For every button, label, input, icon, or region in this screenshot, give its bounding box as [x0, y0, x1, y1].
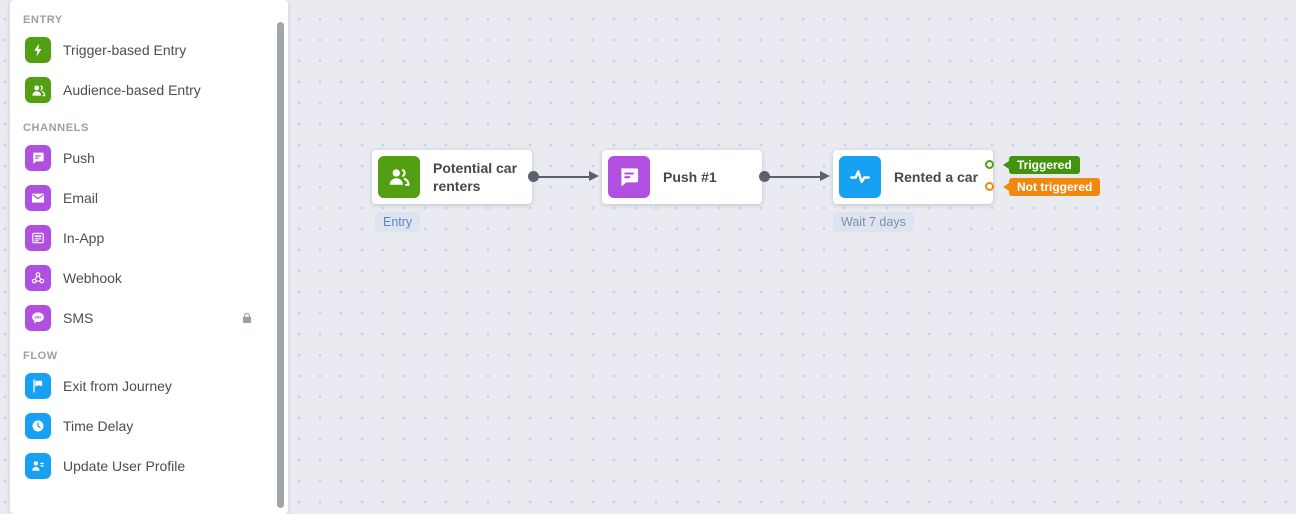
- palette-item-exit-from-journey[interactable]: Exit from Journey: [10, 366, 288, 406]
- clock-icon: [25, 413, 51, 439]
- edge-start-dot: [759, 171, 770, 182]
- node-title: Push #1: [663, 168, 717, 185]
- edge-start-dot: [528, 171, 539, 182]
- sms-bubble-icon: SMS: [25, 305, 51, 331]
- audience-icon: [25, 77, 51, 103]
- palette-item-label: Exit from Journey: [63, 378, 172, 394]
- node-title: Potential car renters: [433, 159, 518, 194]
- node-push-1[interactable]: Push #1: [602, 150, 762, 204]
- palette-section-channels: CHANNELS Push Email: [10, 122, 288, 338]
- palette-item-push[interactable]: Push: [10, 138, 288, 178]
- palette-item-trigger-based-entry[interactable]: Trigger-based Entry: [10, 30, 288, 70]
- output-port-triggered[interactable]: [985, 160, 994, 169]
- in-app-layout-icon: [25, 225, 51, 251]
- chat-message-icon: [608, 156, 650, 198]
- palette-section-flow: FLOW Exit from Journey Time Delay: [10, 350, 288, 486]
- edge-line: [533, 176, 589, 178]
- svg-text:SMS: SMS: [34, 316, 42, 320]
- palette-item-label: Trigger-based Entry: [63, 42, 187, 58]
- palette-item-label: Email: [63, 190, 99, 206]
- palette-item-label: Update User Profile: [63, 458, 186, 474]
- audience-icon: [378, 156, 420, 198]
- node-tag-wait: Wait 7 days: [833, 212, 914, 232]
- user-profile-icon: [25, 453, 51, 479]
- palette-item-time-delay[interactable]: Time Delay: [10, 406, 288, 446]
- flag-icon: [25, 373, 51, 399]
- lightning-icon: [25, 37, 51, 63]
- node-palette: ENTRY Trigger-based Entry Audience-based…: [10, 0, 288, 514]
- palette-item-label: In-App: [63, 230, 105, 246]
- palette-item-label: Webhook: [63, 270, 122, 286]
- sidebar-scrollbar[interactable]: [277, 22, 284, 508]
- node-title: Rented a car: [894, 168, 979, 185]
- chat-message-icon: [25, 145, 51, 171]
- webhook-icon: [25, 265, 51, 291]
- palette-item-email[interactable]: Email: [10, 178, 288, 218]
- section-title-flow: FLOW: [23, 350, 58, 362]
- node-tag-entry: Entry: [375, 212, 421, 232]
- node-audience-entry[interactable]: Potential car renters: [372, 150, 532, 204]
- edge-arrowhead-icon: [589, 171, 599, 181]
- output-port-not-triggered[interactable]: [985, 182, 994, 191]
- edge-line: [764, 176, 820, 178]
- palette-item-update-user-profile[interactable]: Update User Profile: [10, 446, 288, 486]
- section-title-entry: ENTRY: [23, 14, 63, 26]
- section-title-channels: CHANNELS: [23, 122, 89, 134]
- node-rented-a-car[interactable]: Rented a car: [833, 150, 993, 204]
- palette-item-label: Push: [63, 150, 95, 166]
- envelope-icon: [25, 185, 51, 211]
- palette-item-audience-based-entry[interactable]: Audience-based Entry: [10, 70, 288, 110]
- edge-arrowhead-icon: [820, 171, 830, 181]
- palette-item-label: Time Delay: [63, 418, 134, 434]
- activity-pulse-icon: [839, 156, 881, 198]
- lock-icon: [240, 311, 254, 325]
- palette-item-in-app[interactable]: In-App: [10, 218, 288, 258]
- palette-item-webhook[interactable]: Webhook: [10, 258, 288, 298]
- palette-item-label: Audience-based Entry: [63, 82, 201, 98]
- branch-badge-triggered: Triggered: [1003, 156, 1080, 174]
- palette-item-label: SMS: [63, 310, 94, 326]
- palette-section-entry: ENTRY Trigger-based Entry Audience-based…: [10, 14, 288, 110]
- branch-badge-not-triggered: Not triggered: [1002, 178, 1101, 196]
- palette-item-sms[interactable]: SMS SMS: [10, 298, 288, 338]
